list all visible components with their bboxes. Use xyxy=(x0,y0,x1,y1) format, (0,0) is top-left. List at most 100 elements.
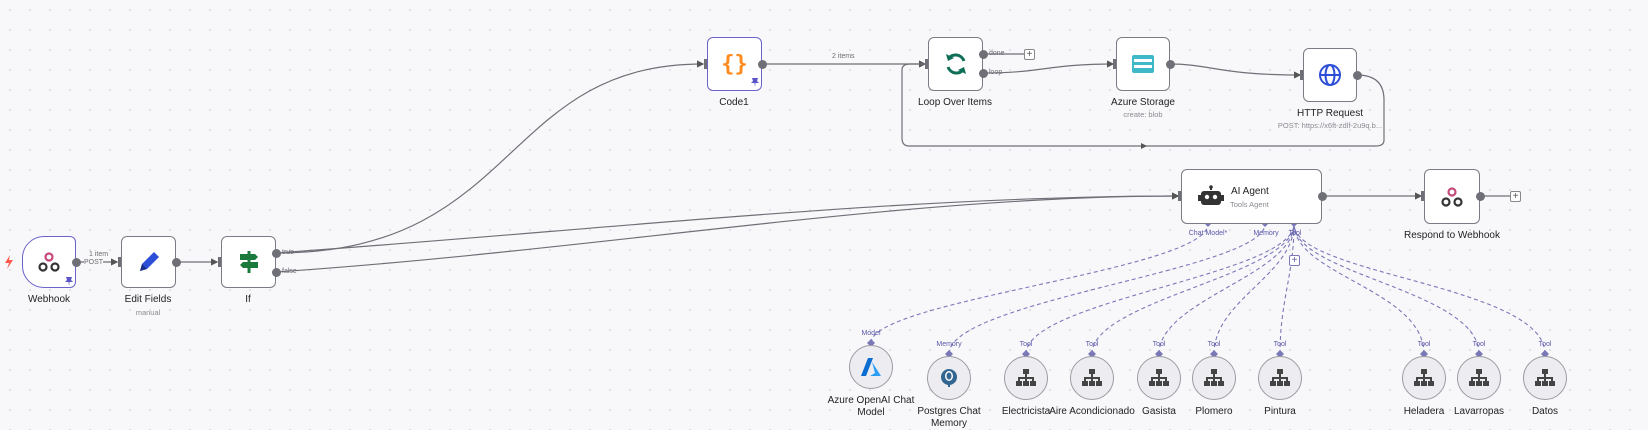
tool-port-label: Tool xyxy=(1207,341,1221,348)
tool-port-label: Tool xyxy=(1472,341,1486,348)
node-if[interactable] xyxy=(221,236,276,288)
model-port-label: Model xyxy=(861,330,881,337)
edge-tool-lavarropas[interactable] xyxy=(1293,223,1480,355)
node-sub-label: POST: https://x6ft-zdlf-2u9q.b... xyxy=(1277,121,1383,130)
node-tool-aire-acondicionado[interactable] xyxy=(1070,356,1114,400)
node-tool-electricista[interactable] xyxy=(1004,356,1048,400)
signpost-icon xyxy=(239,251,258,273)
node-label: Lavarropas xyxy=(1453,406,1505,417)
pin-icon xyxy=(65,277,73,286)
azure-icon xyxy=(861,358,881,376)
add-node-button[interactable]: + xyxy=(1024,49,1035,60)
node-sub-label: create: blob xyxy=(1123,110,1163,119)
node-tool-pintura[interactable] xyxy=(1258,356,1302,400)
node-label: Webhook xyxy=(27,294,71,305)
node-label: Electricista xyxy=(1001,406,1051,417)
tool-port-label: Tool xyxy=(1288,230,1302,237)
node-respond-to-webhook[interactable] xyxy=(1424,169,1480,224)
edge-tool-gasista[interactable] xyxy=(1158,223,1295,355)
tool-port-label: Tool xyxy=(1019,341,1033,348)
tool-port-label: Tool xyxy=(1417,341,1431,348)
connection-method-label: POST xyxy=(84,259,104,266)
chat-model-port-label: Chat Model* xyxy=(1188,230,1228,237)
node-tool-datos[interactable] xyxy=(1523,356,1567,400)
edge-tool-datos[interactable] xyxy=(1293,223,1546,355)
node-azure-storage[interactable] xyxy=(1116,37,1170,91)
postgres-icon xyxy=(941,369,957,387)
node-label: Gasista xyxy=(1142,406,1176,417)
sitemap-icon xyxy=(1535,369,1555,386)
sitemap-icon xyxy=(1082,369,1102,386)
node-sub-label: Tools Agent xyxy=(1230,200,1269,209)
edge-memory-agent[interactable] xyxy=(948,223,1266,355)
node-loop-over-items[interactable] xyxy=(928,37,983,91)
node-label: Plomero xyxy=(1195,406,1233,417)
connection-items-label: 2 items xyxy=(832,53,855,60)
tool-port-label: Tool xyxy=(1085,341,1099,348)
edge-if-agent-false[interactable] xyxy=(275,192,1180,273)
curly-braces-icon: {} xyxy=(721,51,748,77)
node-label: Pintura xyxy=(1264,406,1296,417)
node-http-request[interactable] xyxy=(1303,48,1357,102)
tool-port-label: Tool xyxy=(1273,341,1287,348)
sitemap-icon xyxy=(1204,369,1224,386)
tool-port-label: Tool xyxy=(1538,341,1552,348)
node-tool-plomero[interactable] xyxy=(1192,356,1236,400)
edge-loop-storage[interactable] xyxy=(984,60,1115,74)
robot-icon xyxy=(1198,184,1224,205)
node-tool-heladera[interactable] xyxy=(1402,356,1446,400)
edge-tool-aire[interactable] xyxy=(1091,223,1295,355)
edge-if-agent-true[interactable] xyxy=(275,192,1180,254)
node-label: Azure Storage xyxy=(1111,97,1175,108)
node-tool-lavarropas[interactable] xyxy=(1457,356,1501,400)
edge-http-loop-back[interactable] xyxy=(901,63,1385,147)
edge-tool-pintura[interactable] xyxy=(1279,223,1295,355)
node-azure-openai-chat-model[interactable] xyxy=(849,345,893,389)
loop-output-label: loop xyxy=(989,69,1003,76)
node-label: Aire Acondicionado xyxy=(1049,406,1135,417)
trigger-bolt-icon xyxy=(5,255,13,269)
node-label: Azure OpenAI Chat Model xyxy=(827,395,915,418)
sitemap-icon xyxy=(1414,369,1434,386)
false-output-label: false xyxy=(282,268,297,275)
memory-port-label: Memory xyxy=(1253,230,1279,237)
node-label: AI Agent xyxy=(1231,186,1269,197)
node-sub-label: manual xyxy=(135,308,161,317)
node-edit-fields[interactable] xyxy=(121,236,176,288)
node-label: HTTP Request xyxy=(1297,108,1363,119)
node-label: Respond to Webhook xyxy=(1404,230,1500,241)
pencil-icon xyxy=(139,252,159,271)
sitemap-icon xyxy=(1016,369,1036,386)
node-label: Postgres Chat Memory xyxy=(917,406,981,429)
node-label: Edit Fields xyxy=(124,294,172,305)
pin-icon xyxy=(751,78,759,87)
node-label: Datos xyxy=(1531,406,1559,417)
webhook-icon xyxy=(1441,186,1463,207)
add-node-button[interactable]: + xyxy=(1510,191,1521,202)
tool-port-label: Tool xyxy=(1152,341,1166,348)
edge-storage-http[interactable] xyxy=(1169,63,1302,79)
sitemap-icon xyxy=(1469,369,1489,386)
edge-tool-plomero[interactable] xyxy=(1213,223,1295,355)
edge-tool-electricista[interactable] xyxy=(1025,223,1295,355)
memory-port-label: Memory xyxy=(936,341,962,348)
node-ai-agent[interactable] xyxy=(1181,169,1322,224)
webhook-icon xyxy=(38,252,60,272)
node-tool-gasista[interactable] xyxy=(1137,356,1181,400)
connection-items-label: 1 item xyxy=(89,251,109,258)
edge-if-code[interactable] xyxy=(275,60,705,254)
edge-model-agent[interactable] xyxy=(870,223,1209,344)
add-tool-button[interactable]: + xyxy=(1289,255,1300,266)
node-label: Code1 xyxy=(719,97,749,108)
node-label: Heladera xyxy=(1403,406,1445,417)
edge-tool-heladera[interactable] xyxy=(1293,223,1425,355)
refresh-icon xyxy=(945,53,966,75)
true-output-label: true xyxy=(282,249,295,256)
node-postgres-chat-memory[interactable] xyxy=(927,356,971,400)
sitemap-icon xyxy=(1149,369,1169,386)
sitemap-icon xyxy=(1270,369,1290,386)
globe-icon xyxy=(1319,64,1341,86)
node-label: Loop Over Items xyxy=(918,97,992,108)
done-output-label: done xyxy=(989,50,1005,57)
